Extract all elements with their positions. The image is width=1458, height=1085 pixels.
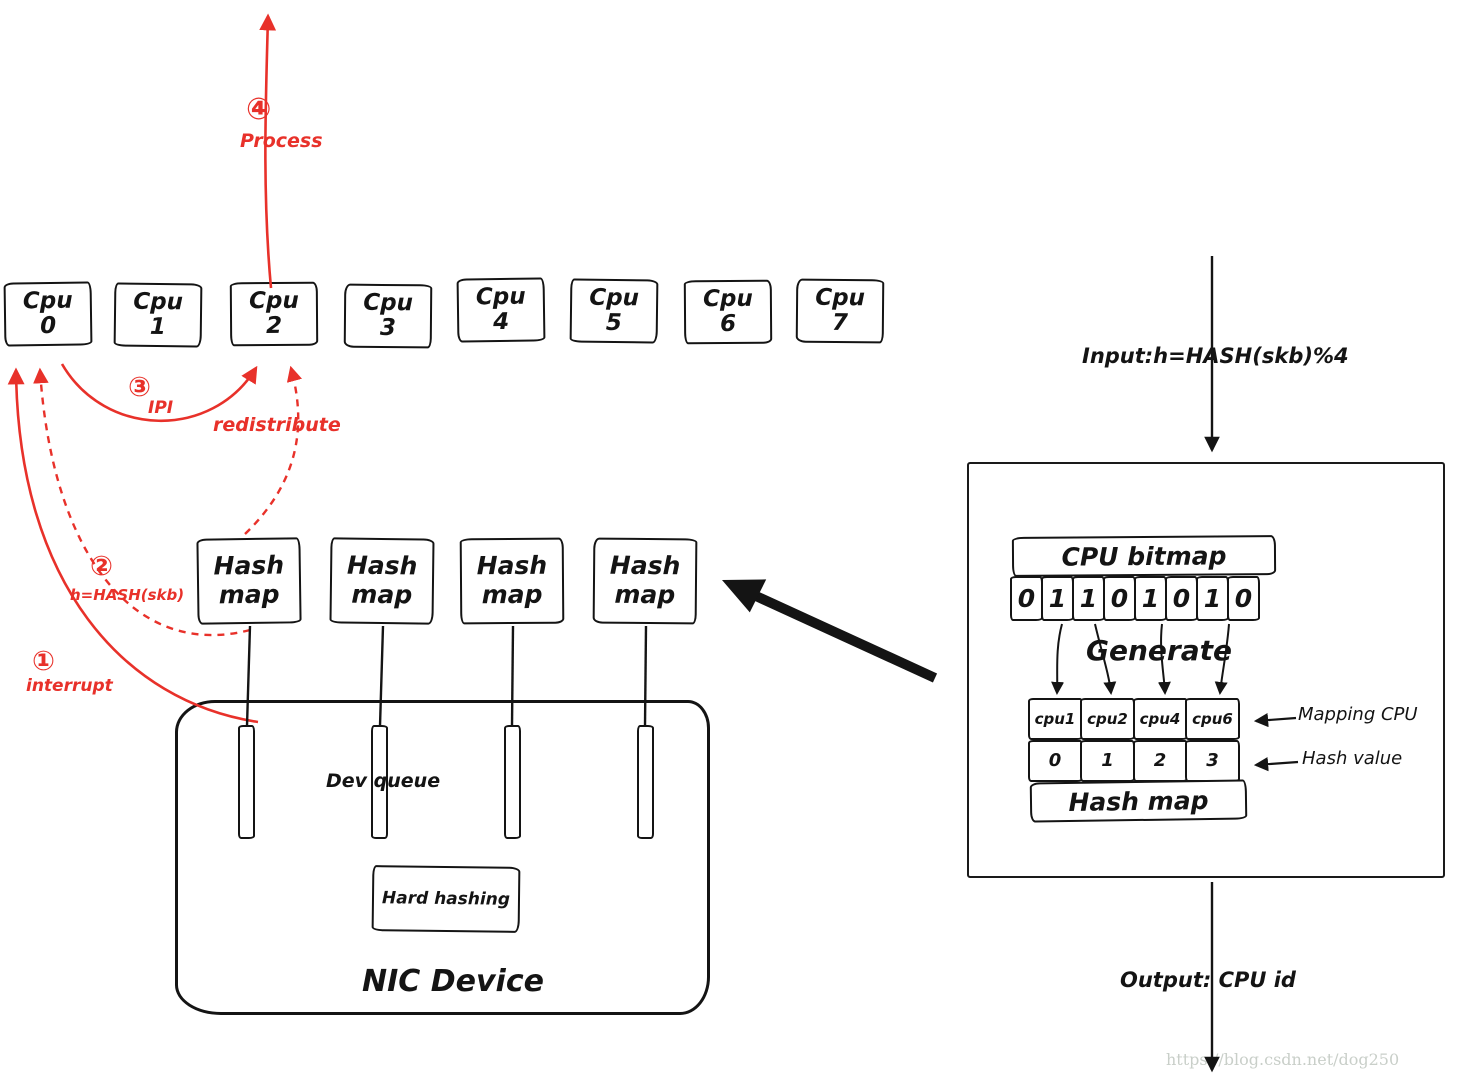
cpu-label: Cpu xyxy=(589,284,640,312)
dev-queue-3 xyxy=(637,725,654,839)
cpu-label: Cpu xyxy=(475,283,526,311)
watermark: https://blog.csdn.net/dog250 xyxy=(1166,1050,1400,1069)
cpu-box-3: Cpu 3 xyxy=(343,283,433,349)
cpu-id: 7 xyxy=(831,309,849,337)
hash-value-annotation: Hash value xyxy=(1302,748,1403,769)
cpu-bitmap-header: CPU bitmap xyxy=(1011,535,1277,577)
cpu-id: 4 xyxy=(492,308,510,336)
hash-map-line1: Hash xyxy=(346,550,418,581)
mapping-cpu-cell-0: cpu1 xyxy=(1027,698,1083,740)
hard-hashing-label: Hard hashing xyxy=(381,888,511,910)
step-2-badge: ② xyxy=(90,551,113,582)
cpu-label: Cpu xyxy=(133,288,184,316)
hash-map-line1: Hash xyxy=(476,551,548,581)
ipi-label: IPI xyxy=(148,398,174,418)
bit-cell-1: 1 xyxy=(1041,576,1074,621)
bit-cell-4: 1 xyxy=(1134,576,1167,621)
hash-map-line1: Hash xyxy=(609,550,681,581)
cpu-id: 3 xyxy=(379,314,397,342)
step-1-badge: ① xyxy=(32,646,55,677)
cpu-label: Cpu xyxy=(22,287,73,315)
cpu-bitmap-bits: 0 1 1 0 1 0 1 0 xyxy=(1010,576,1260,621)
hash-map-box-0: Hash map xyxy=(196,537,302,625)
step-4-badge: ④ xyxy=(246,92,272,127)
hash-map-box-3: Hash map xyxy=(592,537,698,625)
cpu-label: Cpu xyxy=(248,287,299,315)
cpu-box-1: Cpu 1 xyxy=(113,282,203,348)
redistribute-arrow xyxy=(244,365,302,535)
hash-label: h=HASH(skb) xyxy=(70,586,185,604)
hash-value-cell-1: 1 xyxy=(1080,739,1135,782)
bit-cell-2: 1 xyxy=(1072,576,1105,621)
bit-cell-0: 0 xyxy=(1010,576,1043,621)
output-label: Output: CPU id xyxy=(1120,968,1296,992)
hash-value-cell-0: 0 xyxy=(1027,739,1083,782)
hash-map-line2: map xyxy=(218,579,280,610)
cpu-box-0: Cpu 0 xyxy=(3,281,93,347)
hash-map-box-1: Hash map xyxy=(329,537,435,625)
hash-map-line2: map xyxy=(481,579,543,610)
hash-map-footer: Hash map xyxy=(1029,779,1248,823)
cpu-box-5: Cpu 5 xyxy=(569,278,659,344)
hash-map-box-2: Hash map xyxy=(459,537,565,625)
dev-queue-label: Dev queue xyxy=(326,770,441,792)
cpu-id: 1 xyxy=(149,313,167,341)
bit-cell-3: 0 xyxy=(1103,576,1136,621)
input-label: Input:h=HASH(skb)%4 xyxy=(1082,344,1349,368)
cpu-id: 2 xyxy=(265,312,283,340)
cpu-box-7: Cpu 7 xyxy=(795,278,885,344)
mapping-cpu-cell-2: cpu4 xyxy=(1132,698,1188,740)
hash-value-row: 0 1 2 3 xyxy=(1027,739,1240,782)
interrupt-label: interrupt xyxy=(26,676,113,696)
hash-map-line2: map xyxy=(614,579,676,610)
hard-hashing-box: Hard hashing xyxy=(371,865,521,933)
hash-map-line1: Hash xyxy=(213,550,285,581)
dev-queue-2 xyxy=(504,725,521,839)
cpu-id: 6 xyxy=(719,310,737,338)
panel-to-hashmap-arrow-head xyxy=(722,579,767,613)
cpu-label: Cpu xyxy=(815,284,866,312)
cpu-box-4: Cpu 4 xyxy=(456,277,546,343)
hash-value-cell-3: 3 xyxy=(1185,739,1240,782)
process-arrow xyxy=(259,13,277,289)
hash-value-cell-2: 2 xyxy=(1132,739,1188,782)
cpu-label: Cpu xyxy=(363,289,414,317)
cpu-box-6: Cpu 6 xyxy=(683,279,773,345)
mapping-cpu-annotation: Mapping CPU xyxy=(1298,704,1418,725)
hash-map-footer-label: Hash map xyxy=(1068,785,1209,817)
generate-label: Generate xyxy=(1086,634,1232,667)
panel-to-hashmap-arrow-shaft xyxy=(753,591,938,683)
mapping-cpu-cell-3: cpu6 xyxy=(1185,698,1240,740)
dev-queue-0 xyxy=(238,725,255,839)
hash-map-line2: map xyxy=(351,579,413,610)
mapping-cpu-row: cpu1 cpu2 cpu4 cpu6 xyxy=(1027,698,1240,740)
bit-cell-6: 1 xyxy=(1196,576,1229,621)
bit-cell-7: 0 xyxy=(1227,576,1260,621)
cpu-box-2: Cpu 2 xyxy=(229,281,319,347)
cpu-bitmap-title: CPU bitmap xyxy=(1061,540,1227,572)
redistribute-label: redistribute xyxy=(213,414,341,436)
cpu-id: 0 xyxy=(39,312,57,340)
nic-device-box xyxy=(175,700,710,1015)
mapping-cpu-cell-1: cpu2 xyxy=(1080,698,1135,740)
bit-cell-5: 0 xyxy=(1165,576,1198,621)
process-label: Process xyxy=(240,130,323,152)
nic-device-title: NIC Device xyxy=(362,964,544,999)
cpu-id: 5 xyxy=(605,309,623,337)
cpu-label: Cpu xyxy=(702,285,753,313)
